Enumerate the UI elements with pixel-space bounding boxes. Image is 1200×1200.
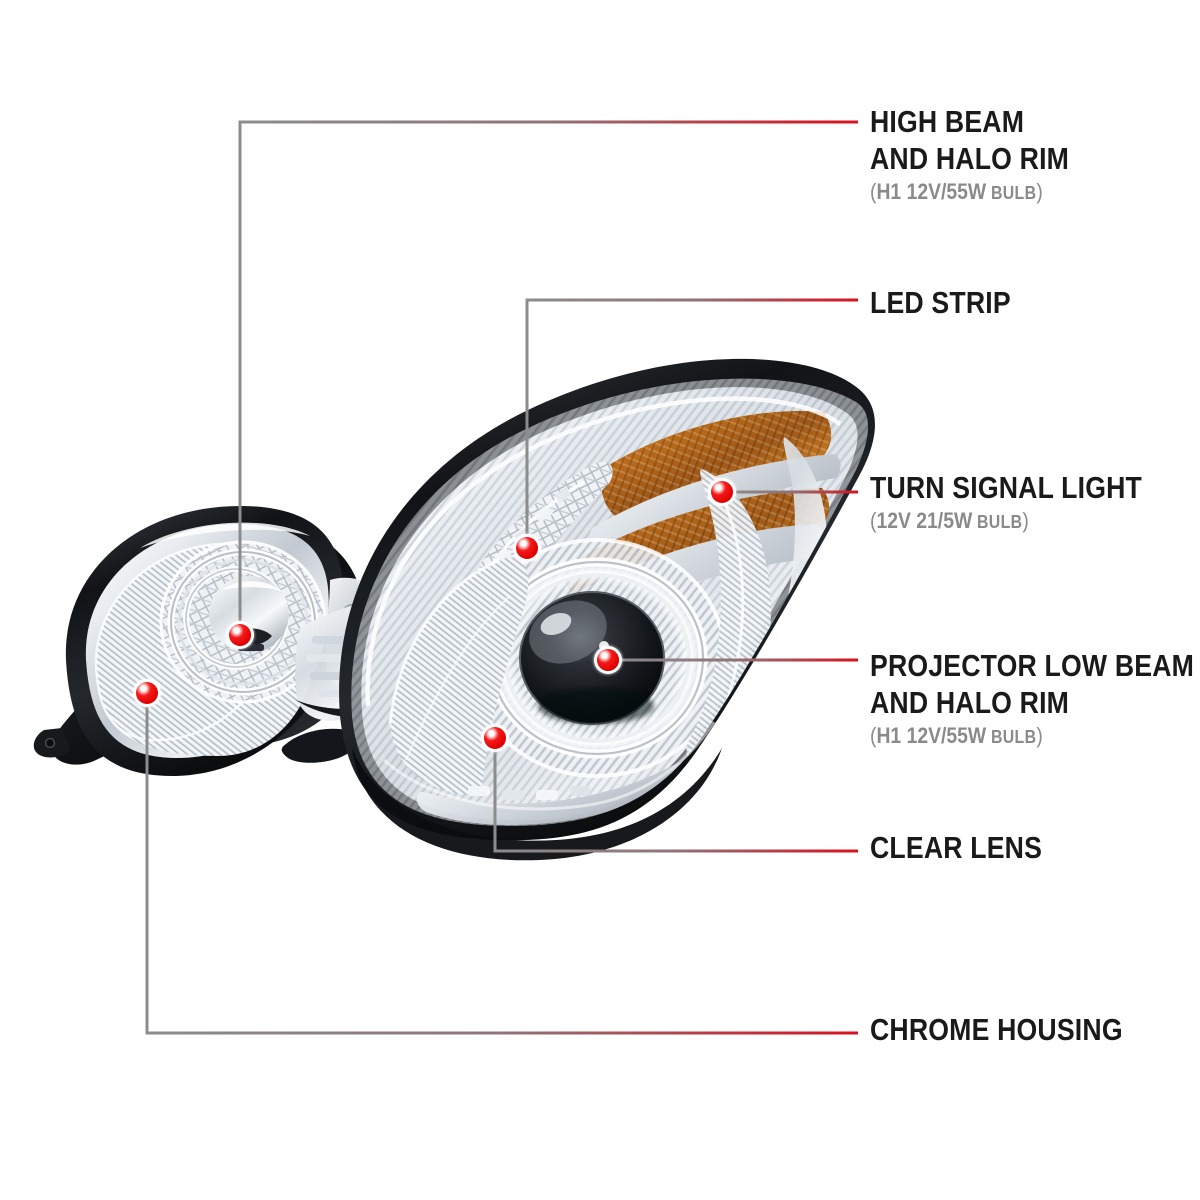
callout-dot-chrome-housing[interactable] <box>136 682 158 704</box>
callout-title-projector-low-beam-line1: PROJECTOR LOW BEAM <box>870 648 1195 683</box>
right-headlight-unit <box>281 358 875 861</box>
callout-dot-high-beam[interactable] <box>229 624 251 646</box>
callout-label-clear-lens: CLEAR LENS <box>870 832 1070 863</box>
callout-label-turn-signal-light: TURN SIGNAL LIGHT (12V 21/5W BULB) <box>870 472 1186 532</box>
callout-title-chrome-housing-line1: CHROME HOUSING <box>870 1012 1123 1047</box>
callout-title-projector-low-beam-line2: AND HALO RIM <box>870 685 1070 720</box>
callout-title-high-beam-line2: AND HALO RIM <box>870 141 1070 176</box>
callout-title-turn-signal-light-line1: TURN SIGNAL LIGHT <box>870 470 1142 505</box>
callout-dot-projector-low-beam[interactable] <box>597 649 619 671</box>
callout-title-high-beam-line1: HIGH BEAM <box>870 104 1025 139</box>
callout-title-clear-lens-line1: CLEAR LENS <box>870 830 1043 865</box>
callout-label-led-strip: LED STRIP <box>870 287 1034 318</box>
callout-dot-led-strip[interactable] <box>516 537 538 559</box>
callout-dot-turn-signal-light[interactable] <box>711 481 733 503</box>
callout-title-led-strip-line1: LED STRIP <box>870 285 1011 320</box>
callout-label-chrome-housing: CHROME HOUSING <box>870 1014 1164 1045</box>
callout-subtitle-projector-low-beam: (H1 12V/55W BULB) <box>870 723 1043 748</box>
callout-subtitle-high-beam: (H1 12V/55W BULB) <box>870 179 1043 204</box>
callout-subtitle-turn-signal-light: (12V 21/5W BULB) <box>870 508 1029 533</box>
callout-dot-clear-lens[interactable] <box>484 727 506 749</box>
